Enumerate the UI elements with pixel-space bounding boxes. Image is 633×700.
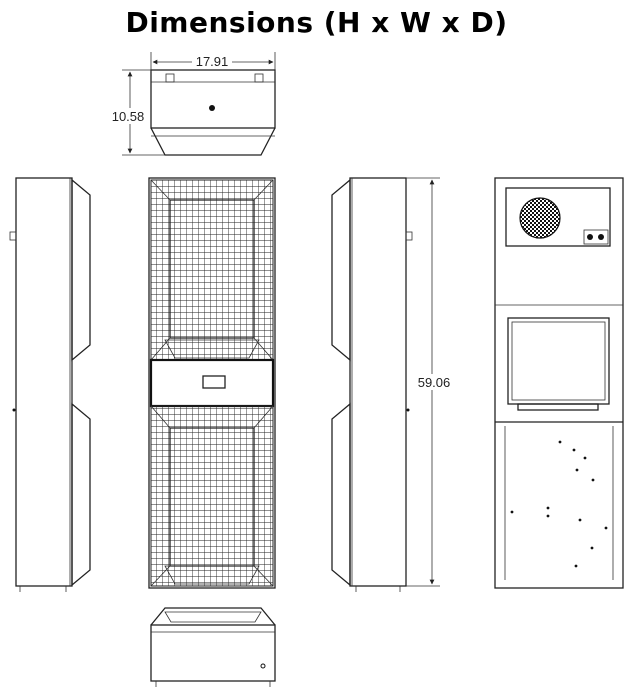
top-view — [150, 69, 276, 156]
page-title: Dimensions (H x W x D) — [125, 6, 508, 39]
rear-view — [494, 177, 624, 589]
width-dimension: 17.91 — [150, 52, 276, 72]
front-view — [148, 177, 276, 589]
height-dimension: 59.06 — [406, 177, 454, 587]
height-value: 59.06 — [418, 375, 451, 390]
depth-value: 10.58 — [112, 109, 145, 124]
left-side-view — [9, 177, 91, 592]
depth-dimension: 10.58 — [108, 69, 165, 156]
bottom-view — [150, 607, 276, 687]
right-side-view — [331, 177, 413, 592]
width-value: 17.91 — [196, 54, 229, 69]
